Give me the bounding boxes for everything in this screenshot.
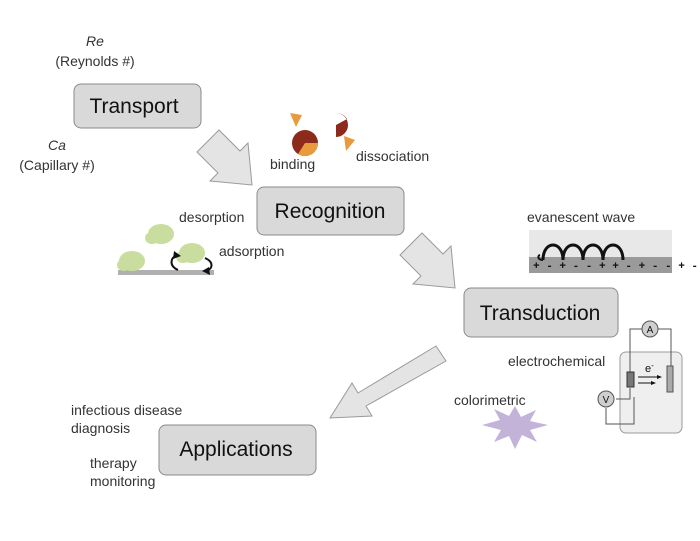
evanescent-wave-icon: + - + - - + + - + - - + - + bbox=[529, 230, 700, 273]
recognition-box: Recognition bbox=[256, 186, 405, 236]
dissociation-label: dissociation bbox=[356, 148, 429, 164]
evanescent-charges: + - + - - + + - + - - + - + bbox=[533, 261, 700, 273]
capillary-name: (Capillary #) bbox=[19, 157, 94, 173]
transduction-label: Transduction bbox=[480, 302, 601, 325]
transduction-box: Transduction bbox=[463, 287, 619, 338]
reynolds-name: (Reynolds #) bbox=[55, 53, 134, 69]
electrochemical-label: electrochemical bbox=[508, 353, 605, 369]
applications-label: Applications bbox=[179, 438, 292, 461]
application-therapy: therapy bbox=[90, 455, 137, 471]
arrow-recognition-to-transduction bbox=[399, 232, 456, 289]
binding-label: binding bbox=[270, 156, 315, 172]
adsorption-icon bbox=[117, 224, 214, 275]
electrochemical-cell-icon: A V e- bbox=[597, 320, 683, 434]
application-infectious-disease: infectious disease bbox=[71, 402, 183, 418]
colorimetric-burst-icon bbox=[482, 406, 548, 449]
applications-box: Applications bbox=[158, 424, 317, 476]
transport-box: Transport bbox=[73, 83, 202, 129]
arrow-transduction-to-applications bbox=[329, 345, 447, 419]
voltmeter-label: V bbox=[603, 395, 610, 406]
application-diagnosis: diagnosis bbox=[71, 420, 130, 436]
application-monitoring: monitoring bbox=[90, 473, 155, 489]
desorption-label: desorption bbox=[179, 209, 244, 225]
colorimetric-label: colorimetric bbox=[454, 392, 526, 408]
reynolds-symbol: Re bbox=[86, 33, 104, 49]
recognition-label: Recognition bbox=[275, 200, 386, 223]
evanescent-label: evanescent wave bbox=[527, 209, 635, 225]
transport-label: Transport bbox=[89, 95, 178, 118]
capillary-symbol: Ca bbox=[48, 137, 66, 153]
ammeter-label: A bbox=[647, 325, 654, 336]
electron-label: e- bbox=[645, 361, 654, 375]
binding-dissociation-icon bbox=[290, 112, 355, 157]
arrow-transport-to-recognition bbox=[196, 129, 253, 186]
adsorption-label: adsorption bbox=[219, 243, 284, 259]
